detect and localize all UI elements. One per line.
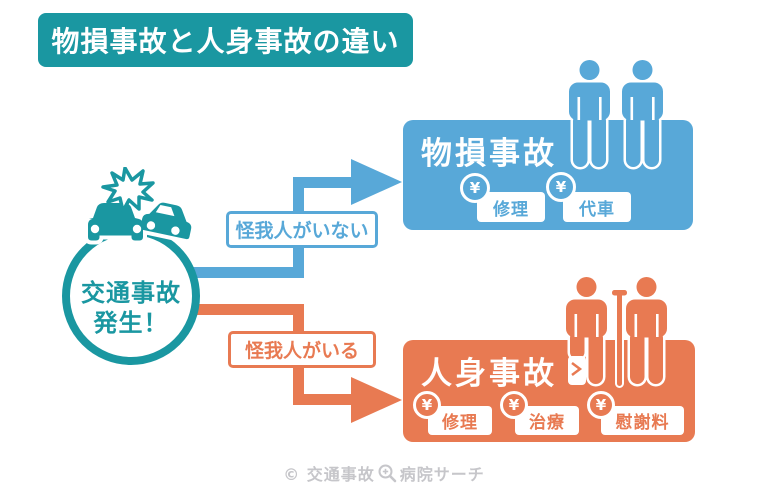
condition-label-no-injury: 怪我人がいない [226,211,378,248]
footer-site-name: 病院サーチ [399,465,485,484]
yen-badge-icon: ¥ [546,172,576,202]
property-damage-title: 物損事故 [421,136,557,172]
injured-person-icon [563,276,629,388]
cost-tag-replacement-car: 代車 [563,192,631,222]
connector-injury-bottom [293,394,353,405]
footer-credit: © 交通事故 病院サーチ [0,461,768,485]
yen-badge-icon: ¥ [500,391,528,419]
yen-badge-icon: ¥ [413,391,441,419]
cost-tag-compensation: 慰謝料 [601,406,684,435]
title-banner: 物損事故と人身事故の違い [38,13,413,67]
person-icon [566,59,613,171]
arrow-right-icon-blue [351,159,402,205]
connector-injury-horizontal [192,304,304,315]
person-icon [619,59,666,171]
cost-tag-repair: 修理 [477,192,545,222]
origin-text-line2: 発生！ [93,309,169,337]
footer-copyright: © 交通事故 [283,465,375,484]
yen-badge-icon: ¥ [460,173,490,203]
condition-text-injury: 怪我人がいる [244,340,359,362]
arrow-right-icon-orange [351,377,402,423]
page-title: 物損事故と人身事故の違い [51,25,400,58]
personal-injury-title: 人身事故 [421,356,557,392]
magnifier-icon [378,464,397,482]
connector-no-injury-top [293,177,353,188]
yen-badge-icon: ¥ [587,391,615,419]
person-icon [623,276,670,388]
property-damage-box: 物損事故 ¥ 修理 ¥ 代車 [403,120,693,230]
origin-circle: 交通事故 発生！ [62,227,200,365]
origin-text-line1: 交通事故 [81,279,181,307]
crash-star-icon [101,167,155,213]
bandage-icon [568,356,586,385]
connector-no-injury-horizontal [192,267,304,278]
condition-label-injury: 怪我人がいる [228,331,376,368]
car-crash-icon [79,167,193,255]
condition-text-no-injury: 怪我人がいない [235,220,369,242]
